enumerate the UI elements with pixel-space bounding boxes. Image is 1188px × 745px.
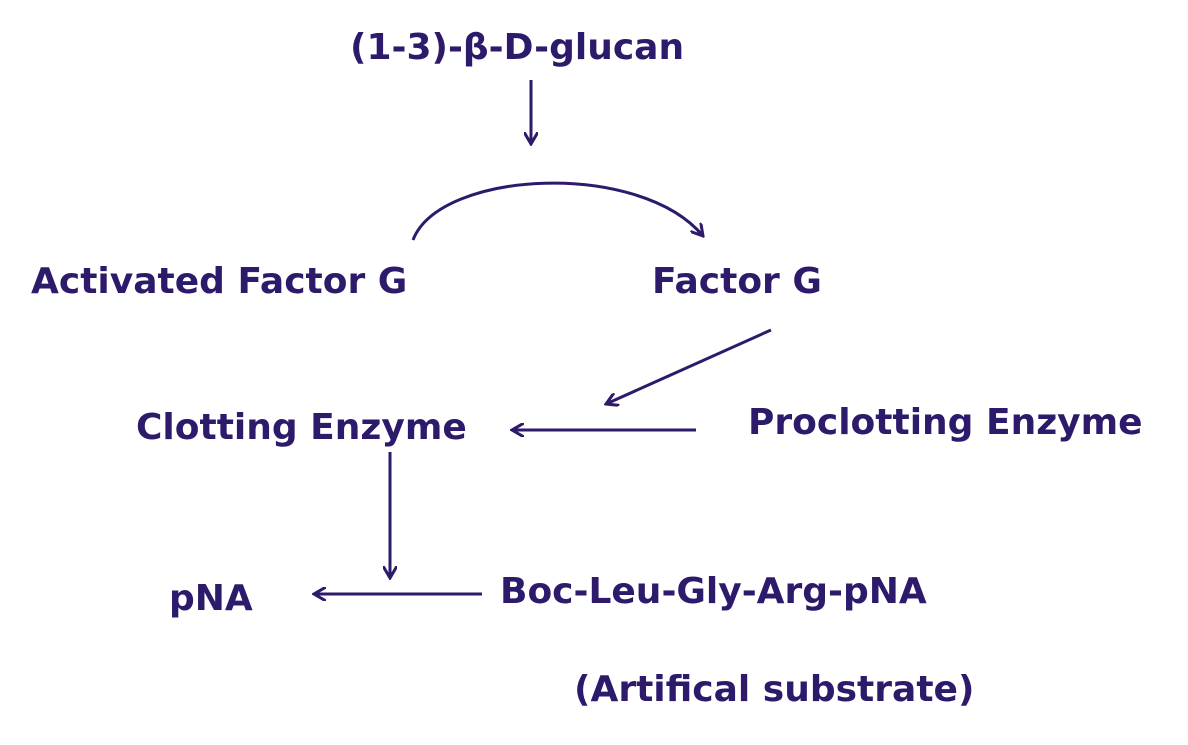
label-proclotting-enzyme: Proclotting Enzyme xyxy=(748,402,1143,443)
label-factor-g: Factor G xyxy=(652,261,822,302)
label-glucan: (1-3)-β-D-glucan xyxy=(350,27,685,68)
label-pna: pNA xyxy=(169,578,253,619)
label-substrate: Boc-Leu-Gly-Arg-pNA xyxy=(500,571,927,612)
label-clotting-enzyme: Clotting Enzyme xyxy=(136,407,467,448)
arrow-activation-arc xyxy=(411,181,703,241)
label-activated-factor-g: Activated Factor G xyxy=(31,261,408,302)
arrow-factor-g-diagonal xyxy=(606,328,772,404)
label-substrate-note: (Artifical substrate) xyxy=(574,669,975,710)
